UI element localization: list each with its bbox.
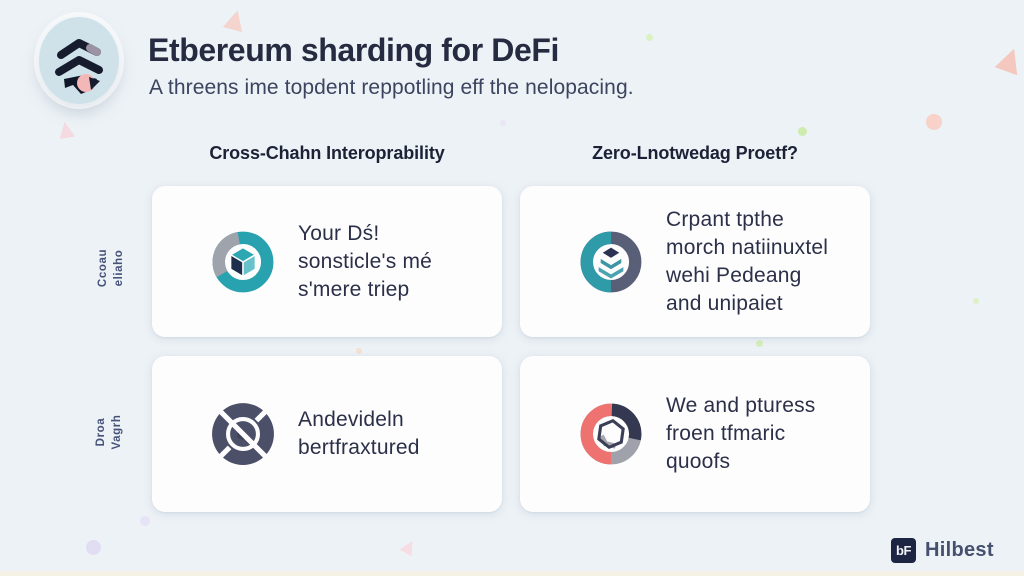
card-text-line: We and pturess bbox=[666, 394, 816, 417]
confetti-triangle bbox=[223, 8, 247, 32]
confetti-triangle bbox=[399, 537, 418, 556]
row-label-line: Droa bbox=[95, 417, 107, 447]
card-grid: Your Dś! sonsticle's mé s'mere triep Crp… bbox=[152, 186, 870, 512]
footer-logo: bF Hilbest bbox=[891, 538, 994, 563]
card-text-line: froen tfmaric bbox=[666, 422, 786, 445]
card-text-line: quoofs bbox=[666, 450, 731, 473]
cube-donut-icon bbox=[210, 229, 276, 295]
row-label-top: Ccoau eliaho bbox=[95, 223, 129, 313]
card-text-line: wehi Pedeang bbox=[666, 263, 802, 287]
bottom-strip bbox=[0, 571, 1024, 576]
hexagon-donut-icon bbox=[578, 401, 644, 467]
row-label-bottom: Droa Vagrh bbox=[93, 387, 127, 477]
card-text-line: Your Dś! bbox=[298, 221, 380, 245]
card-cross-chain-bottom: Andevideln bertfraxtured bbox=[152, 356, 502, 512]
card-text-line: sonsticle's mé bbox=[298, 249, 433, 273]
card-text-line: Crpant tpthe bbox=[666, 207, 784, 231]
confetti-dot bbox=[926, 114, 942, 130]
brand-logo bbox=[39, 17, 119, 104]
layers-donut-icon bbox=[578, 229, 644, 295]
confetti-dot bbox=[86, 540, 101, 555]
card-text-line: s'mere triep bbox=[298, 277, 410, 301]
card-zk-bottom: We and pturess froen tfmaric quoofs bbox=[520, 356, 870, 512]
confetti-dot bbox=[798, 127, 807, 136]
confetti-triangle bbox=[57, 121, 76, 140]
ethereum-chevrons-icon bbox=[39, 39, 119, 108]
confetti-dot bbox=[500, 120, 506, 126]
card-cross-chain-top: Your Dś! sonsticle's mé s'mere triep bbox=[152, 186, 502, 337]
page-subtitle: A threens ime topdent reppotling eff the… bbox=[149, 76, 634, 99]
confetti-dot bbox=[973, 298, 979, 304]
card-text: Crpant tpthe morch natiinuxtel wehi Pede… bbox=[666, 206, 828, 318]
card-text-line: Andevideln bbox=[298, 408, 404, 431]
card-text: We and pturess froen tfmaric quoofs bbox=[666, 392, 816, 476]
row-label-line: Ccoau bbox=[97, 248, 109, 288]
card-text-line: morch natiinuxtel bbox=[666, 235, 829, 259]
page-title: Etbereum sharding for DeFi bbox=[148, 32, 559, 68]
card-text-line: bertfraxtured bbox=[298, 436, 420, 459]
confetti-triangle bbox=[995, 45, 1024, 76]
column-header-left: Cross-Chahn Interoprability bbox=[209, 143, 445, 163]
footer-brand-name: Hilbest bbox=[925, 539, 994, 561]
confetti-dot bbox=[646, 34, 653, 41]
footer-badge-icon: bF bbox=[891, 538, 916, 563]
card-text-line: and unipaiet bbox=[666, 291, 783, 315]
row-label-line: eliaho bbox=[113, 249, 125, 287]
column-header-right: Zero-Lnotwedag Proetf? bbox=[592, 143, 798, 163]
row-label-line: Vagrh bbox=[111, 414, 123, 450]
crossed-circle-icon bbox=[210, 401, 276, 467]
card-zk-top: Crpant tpthe morch natiinuxtel wehi Pede… bbox=[520, 186, 870, 337]
confetti-dot bbox=[140, 516, 150, 526]
card-text: Andevideln bertfraxtured bbox=[298, 406, 420, 462]
card-text: Your Dś! sonsticle's mé s'mere triep bbox=[298, 220, 432, 304]
